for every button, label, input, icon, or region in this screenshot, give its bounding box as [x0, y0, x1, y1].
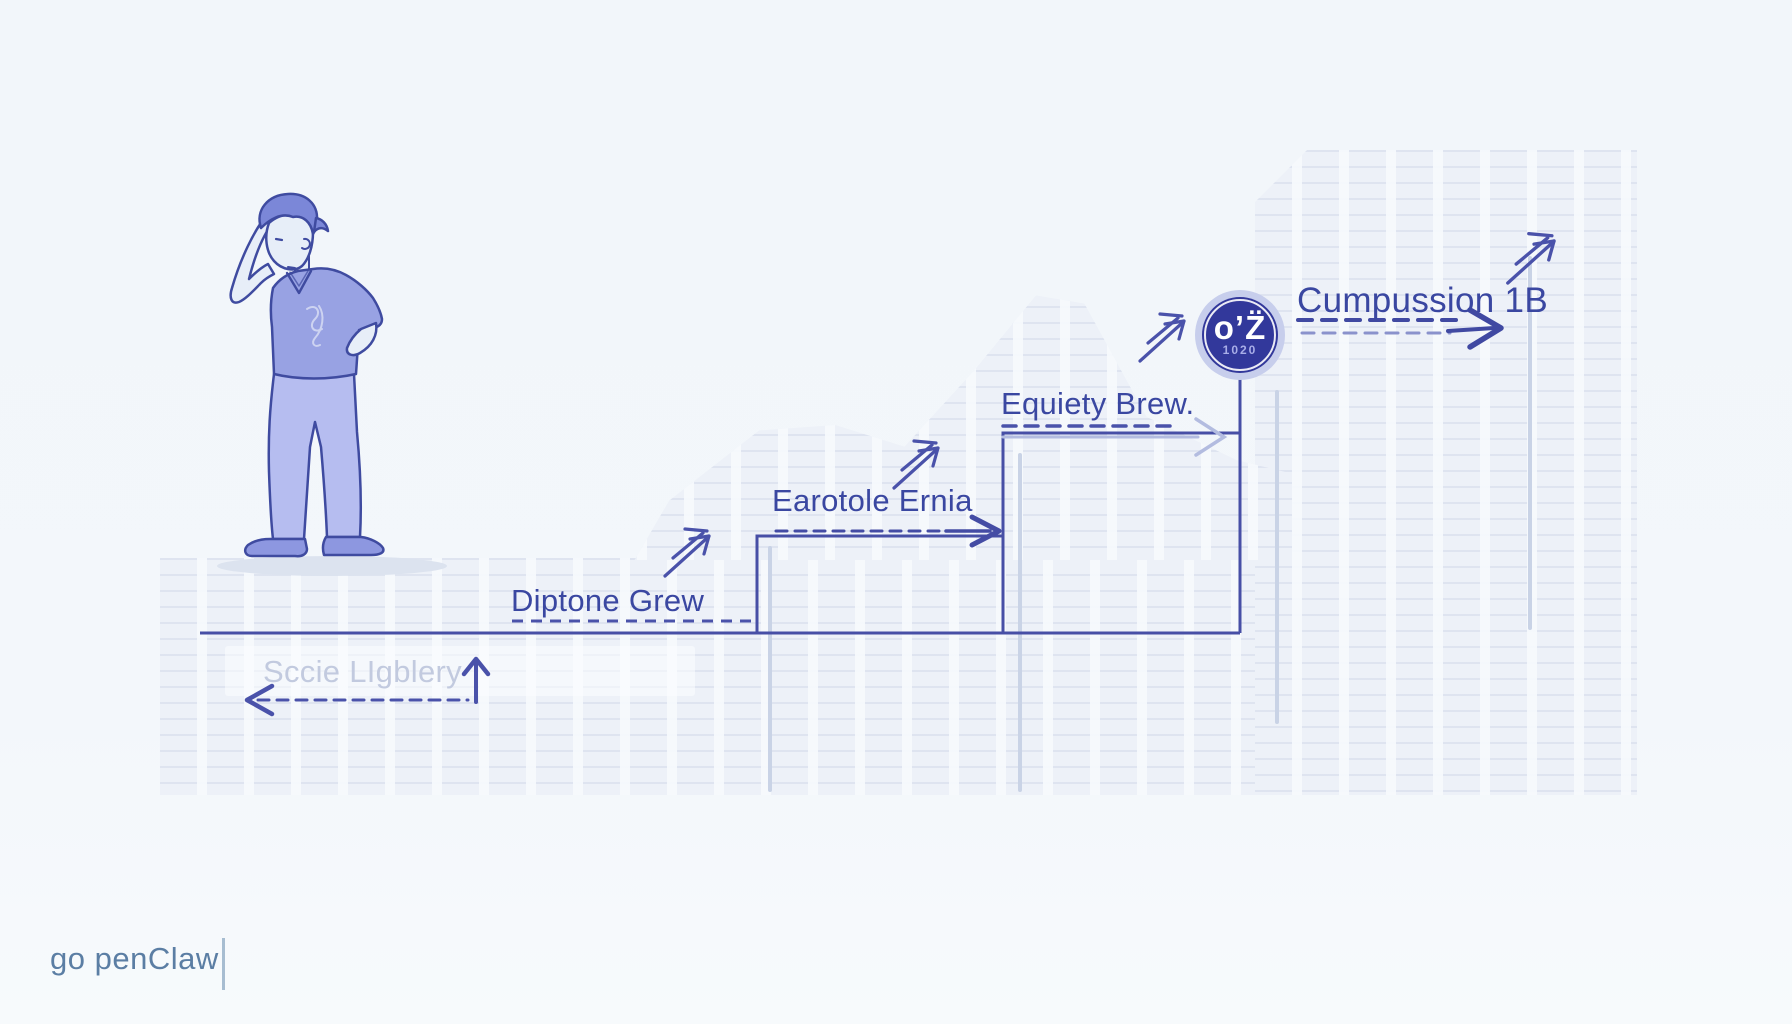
- baseline-note-dashed-arrow: [244, 656, 491, 717]
- sketch-arrow-icon: [1138, 312, 1186, 363]
- eye: [274, 237, 284, 242]
- step-label-equiety: Equiety Brew.: [1001, 386, 1195, 421]
- ear: [301, 237, 311, 250]
- pants: [267, 372, 363, 541]
- ground-shadow: [217, 556, 447, 576]
- sketch-arrow-icon: [663, 527, 711, 578]
- hair-flick: [312, 216, 330, 234]
- coin-badge: o’Z̈ 1020: [1202, 297, 1278, 373]
- shirt-squiggle: [306, 305, 324, 347]
- paper-texture-right-block: [1255, 150, 1637, 795]
- hip-arm: [345, 321, 378, 357]
- left-shoe: [243, 537, 309, 558]
- logo-divider: [222, 938, 225, 990]
- collar: [285, 269, 313, 295]
- step4-double-dashed-arrow: [1296, 307, 1504, 350]
- collar-inner: [289, 270, 309, 287]
- step-label-earotole: Earotole Ernia: [772, 483, 973, 518]
- step-label-cumpussion: Cumpussion 1B: [1297, 281, 1548, 320]
- logo: go penClaw: [50, 941, 219, 976]
- label-highlight: [225, 646, 695, 696]
- step2-dashed-arrow: [774, 514, 1002, 548]
- step-label-diptone: Diptone Grew: [511, 583, 705, 618]
- thinking-person-illustration: [217, 192, 447, 576]
- badge-text: o’Z̈: [1213, 308, 1267, 346]
- step3-dashed-arrow: [1001, 417, 1228, 457]
- badge-subtext: 1020: [1222, 343, 1258, 358]
- right-shoe: [321, 535, 385, 557]
- raised-arm: [229, 213, 276, 304]
- chin-mark: [287, 266, 296, 269]
- sketch-arrow-icon: [892, 439, 940, 490]
- baseline-and-steps-line: [200, 378, 1242, 635]
- shirt: [269, 267, 384, 380]
- guide-drop-lines: [768, 256, 1532, 792]
- baseline-note-label: Sccie LIgblery: [263, 654, 462, 689]
